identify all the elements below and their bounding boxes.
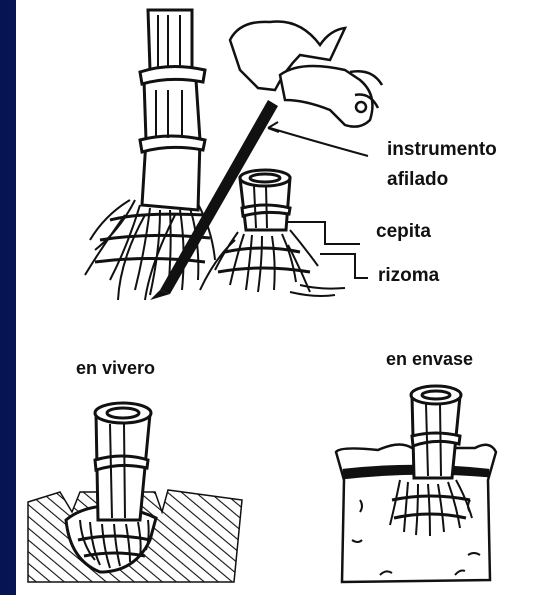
offset-cutting [238, 168, 292, 232]
nursery-roots [77, 519, 151, 569]
container-roots [389, 479, 473, 537]
nursery-seedling [64, 401, 158, 574]
offset-rhizome-roots [199, 229, 346, 297]
pointer-lines [267, 121, 369, 279]
label-cepita: cepita [376, 221, 431, 242]
container-seedling [409, 384, 463, 480]
label-rizoma: rizoma [378, 265, 440, 286]
label-en-vivero: en vivero [76, 358, 156, 378]
mother-bamboo-culm [138, 8, 207, 212]
label-en-envase: en envase [386, 349, 474, 369]
sharp-tool [150, 100, 278, 300]
mother-root-mass [84, 199, 216, 301]
label-afilado: afilado [387, 169, 449, 190]
label-instrumento: instrumento [387, 139, 497, 160]
hands [228, 20, 384, 128]
